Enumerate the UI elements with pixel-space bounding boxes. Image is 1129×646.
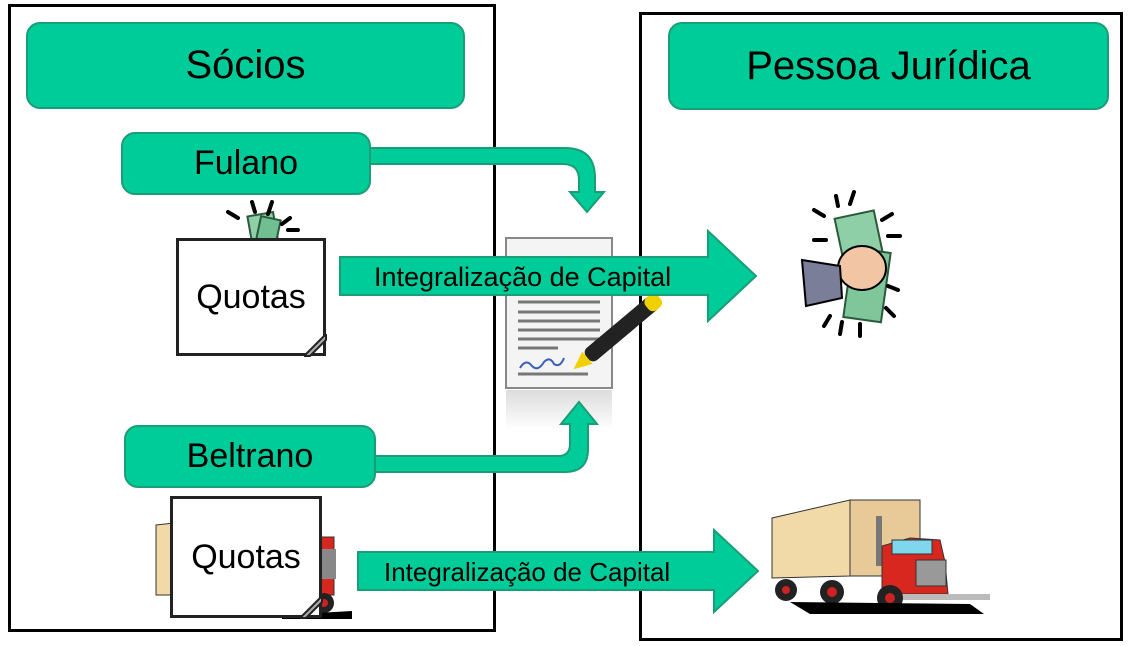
socios-title: Sócios — [26, 22, 465, 109]
integralizacao-arrow-2 — [357, 528, 760, 614]
beltrano-quotas-label: Quotas — [191, 537, 301, 576]
partner-fulano-name: Fulano — [194, 144, 298, 182]
partner-beltrano: Beltrano — [124, 425, 376, 488]
socios-panel — [8, 4, 496, 632]
fulano-bent-arrow — [360, 147, 607, 214]
pessoa-juridica-title: Pessoa Jurídica — [668, 22, 1109, 110]
partner-fulano: Fulano — [121, 132, 371, 195]
integralizacao-arrow-1-shape — [339, 229, 758, 323]
fulano-bent-arrow-shape — [360, 147, 607, 214]
socios-title-text: Sócios — [185, 43, 306, 87]
truck-icon — [771, 499, 990, 614]
page-curl-icon — [304, 334, 327, 357]
money-fist-icon — [800, 190, 902, 338]
fulano-quotas-card: Quotas — [176, 238, 326, 356]
beltrano-bent-arrow-shape — [360, 400, 600, 473]
pessoa-juridica-title-text: Pessoa Jurídica — [746, 43, 1031, 88]
fulano-quotas-label: Quotas — [196, 277, 306, 316]
integralizacao-arrow-1 — [339, 229, 758, 323]
pessoa-juridica-panel — [639, 12, 1123, 641]
beltrano-quotas-card: Quotas — [170, 496, 322, 618]
integralizacao-label-1: Integralização de Capital — [374, 262, 672, 292]
integralizacao-arrow-2-shape — [357, 528, 760, 614]
beltrano-bent-arrow — [360, 400, 600, 473]
integralizacao-label-2: Integralização de Capital — [384, 557, 671, 587]
partner-beltrano-name: Beltrano — [186, 437, 314, 475]
page-curl-icon — [300, 596, 323, 619]
